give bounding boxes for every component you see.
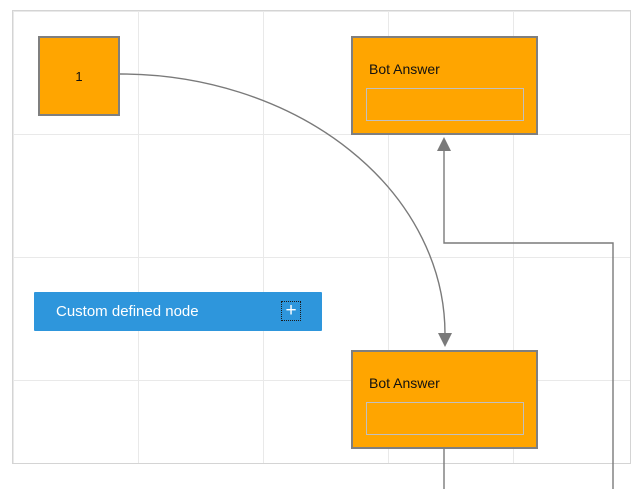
- custom-node-label: Custom defined node: [56, 303, 199, 320]
- bot-answer-text-box[interactable]: [366, 402, 524, 435]
- add-node-button[interactable]: +: [281, 301, 301, 321]
- custom-defined-node[interactable]: Custom defined node +: [34, 292, 322, 331]
- start-node-label: 1: [75, 68, 83, 84]
- bot-answer-text-box[interactable]: [366, 88, 524, 121]
- start-node[interactable]: 1: [38, 36, 120, 116]
- arrowhead-up-icon: [437, 137, 451, 151]
- bot-answer-title: Bot Answer: [369, 375, 440, 391]
- plus-icon: +: [285, 300, 297, 321]
- bot-answer-node-top[interactable]: Bot Answer: [351, 36, 538, 135]
- bot-answer-node-bottom[interactable]: Bot Answer: [351, 350, 538, 449]
- connector-curve-start-to-bottom[interactable]: [119, 73, 446, 335]
- connector-orthogonal-to-top[interactable]: [443, 150, 614, 489]
- arrowhead-down-icon: [438, 333, 452, 347]
- bot-answer-title: Bot Answer: [369, 61, 440, 77]
